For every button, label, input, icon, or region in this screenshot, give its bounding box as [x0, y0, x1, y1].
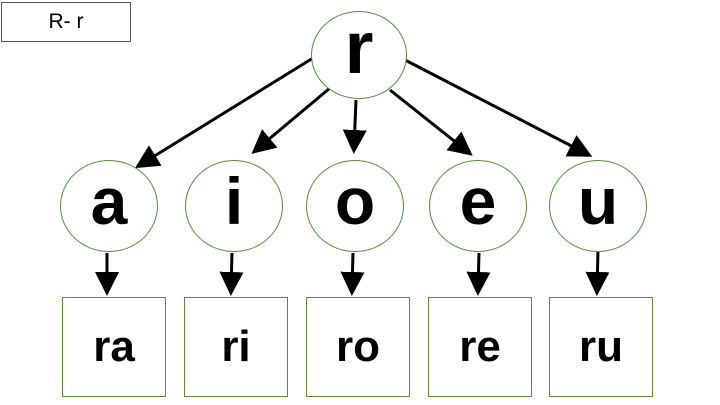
arrow-e-to-re	[466, 252, 491, 296]
arrow-root-to-u	[404, 58, 593, 157]
vowel-letter: u	[577, 164, 619, 238]
syllable-box-ra: ra	[62, 297, 166, 397]
vowel-node-e: e	[429, 160, 527, 252]
title-label: R- r	[1, 2, 131, 42]
vowel-node-a: a	[60, 160, 158, 252]
syllable-box-ro: ro	[306, 297, 410, 397]
arrow-root-to-o	[342, 99, 367, 154]
vowel-node-i: i	[185, 160, 283, 252]
root-letter-node: r	[311, 11, 407, 99]
arrow-root-to-i	[251, 86, 331, 154]
vowel-letter: o	[334, 164, 376, 238]
vowel-letter: i	[224, 164, 244, 238]
arrow-root-to-e	[389, 88, 473, 156]
arrow-o-to-ro	[340, 252, 365, 296]
vowel-letter: a	[90, 164, 128, 238]
syllable-box-ri: ri	[184, 297, 288, 397]
syllable-box-ru: ru	[549, 297, 653, 397]
syllable-box-re: re	[428, 297, 532, 397]
root-letter: r	[344, 6, 374, 89]
vowel-node-u: u	[549, 160, 647, 252]
arrow-root-to-a	[134, 56, 314, 169]
vowel-letter: e	[459, 164, 497, 238]
arrow-i-to-ri	[219, 252, 244, 296]
vowel-node-o: o	[306, 160, 404, 252]
arrow-u-to-ru	[585, 249, 610, 296]
